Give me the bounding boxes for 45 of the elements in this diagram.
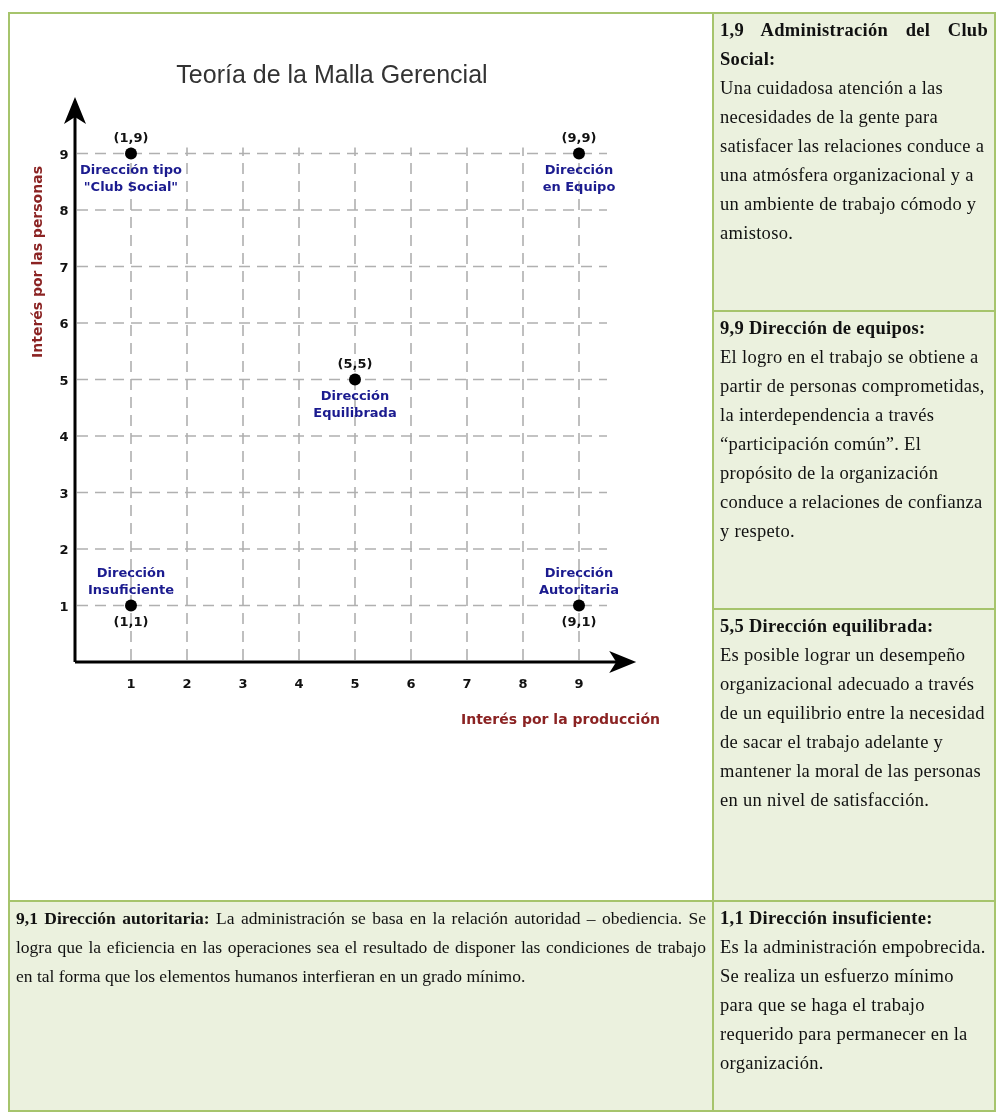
- tick-label: 1: [59, 598, 69, 614]
- tick-label: 4: [294, 676, 304, 691]
- cell-heading: 1,9 Administración del Club Social:: [720, 19, 988, 71]
- cell-heading: 1,1 Dirección insuficiente:: [720, 907, 934, 930]
- point-label: (1,9): [112, 128, 150, 146]
- cell-text: El logro en el trabajo se obtiene a partir de personas comprometidas, la interdependencia a través “participación común”. El propósito de la organización conduce a relaciones de confianza y respeto.: [720, 346, 986, 543]
- tick-label: 9: [59, 146, 69, 162]
- tick-label: 3: [238, 676, 248, 691]
- cell-text: Una cuidadosa atención a las necesidades de la gente para satisfacer las relaciones conduce a una atmósfera organizacional y a un ambiente de trabajo cómodo y amistoso.: [720, 77, 986, 245]
- tick-label: 1: [126, 676, 136, 691]
- tick-label: 3: [59, 485, 69, 501]
- tick-label: 9: [574, 676, 584, 691]
- tick-label: 7: [59, 259, 69, 275]
- point-label: Dirección Insuficiente: [87, 563, 175, 598]
- point-label: Dirección tipo "Club Social": [79, 160, 183, 195]
- point-label: Dirección Equilibrada: [312, 386, 398, 421]
- cell-text: 9,1 Dirección autoritaria: La administración se basa en la relación autoridad – obediencia. Se logra que la eficiencia en las operaciones sea el resultado de disponer las condiciones de trabajo en tal forma que los elementos humanos interfieran en un grado mínimo.: [16, 907, 706, 988]
- point-label: (9,9): [560, 128, 598, 146]
- cell-heading: 5,5 Dirección equilibrada:: [720, 615, 935, 638]
- tick-label: 2: [59, 542, 69, 557]
- point-label: (5,5): [336, 354, 374, 372]
- description-cell: [714, 312, 994, 608]
- tick-label: 8: [59, 203, 69, 218]
- tick-label: 2: [182, 676, 192, 691]
- tick-label: 7: [462, 676, 472, 691]
- tick-label: 8: [518, 676, 528, 691]
- cell-heading: 9,9 Dirección de equipos:: [720, 317, 927, 340]
- tick-label: 6: [59, 316, 69, 331]
- description-cell: [10, 902, 712, 1110]
- axis-title: Interés por las personas: [29, 166, 45, 358]
- point-label: (1,1): [112, 612, 150, 630]
- tick-label: 5: [59, 372, 69, 388]
- description-cell: [714, 902, 994, 1110]
- chart-title: Teoría de la Malla Gerencial: [175, 60, 489, 89]
- tick-label: 4: [59, 429, 69, 444]
- point-label: Dirección Autoritaria: [538, 563, 620, 598]
- tick-label: 6: [406, 676, 416, 691]
- point-label: Dirección en Equipo: [541, 160, 617, 195]
- axis-title: Interés por la producción: [460, 711, 660, 727]
- description-cell: [714, 610, 994, 900]
- description-cell: [714, 14, 994, 310]
- point-label: (9,1): [560, 612, 598, 630]
- cell-text: Es la administración empobrecida. Se realiza un esfuerzo mínimo para que se haga el trabajo requerido para permanecer en la organización.: [720, 936, 987, 1075]
- cell-text: Es posible lograr un desempeño organizacional adecuado a través de un equilibrio entre la necesidad de sacar el trabajo adelante y mantener la moral de las personas en un nivel de satisfacción.: [720, 644, 986, 812]
- tick-label: 5: [350, 676, 360, 691]
